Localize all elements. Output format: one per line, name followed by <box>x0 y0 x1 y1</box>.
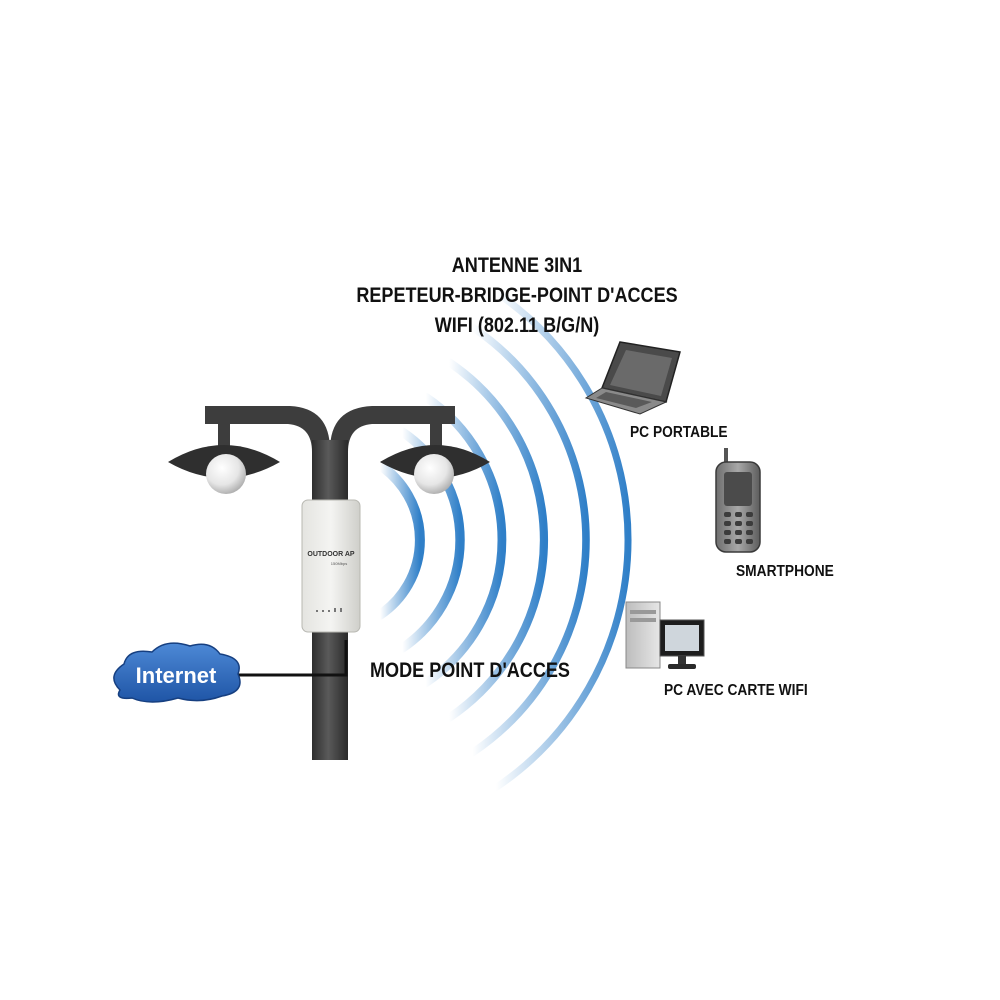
smartphone-label: SMARTPHONE <box>736 563 834 580</box>
internet-label: Internet <box>136 663 217 688</box>
mode-label: MODE POINT D'ACCES <box>370 659 570 682</box>
network-cable <box>238 640 348 677</box>
wifi-wave-arc <box>468 323 590 757</box>
laptop-label: PC PORTABLE <box>630 424 728 441</box>
wifi-wave-arc <box>492 289 632 791</box>
desktop-pc-label: PC AVEC CARTE WIFI <box>664 682 808 699</box>
ap-name-text: OUTDOOR AP <box>307 551 355 558</box>
title-line-1: ANTENNE 3IN1 <box>451 254 583 277</box>
wifi-wave-arc <box>445 358 548 722</box>
internet-cloud: Internet <box>113 642 241 703</box>
outdoor-ap-device: OUTDOOR AP 150Mbps <box>301 499 361 633</box>
ap-speed-text: 150Mbps <box>331 561 347 566</box>
title-line-2: REPETEUR-BRIDGE-POINT D'ACCES <box>356 284 678 307</box>
desktop-pc-icon <box>625 601 705 669</box>
phone-icon <box>715 448 761 553</box>
wifi-signal-waves <box>375 289 632 791</box>
wifi-wave-arc <box>421 392 507 688</box>
laptop-icon <box>584 341 681 415</box>
title-line-3: WIFI (802.11 B/G/N) <box>434 314 600 337</box>
wifi-wave-arc <box>375 460 425 620</box>
street-lamp <box>168 406 490 760</box>
